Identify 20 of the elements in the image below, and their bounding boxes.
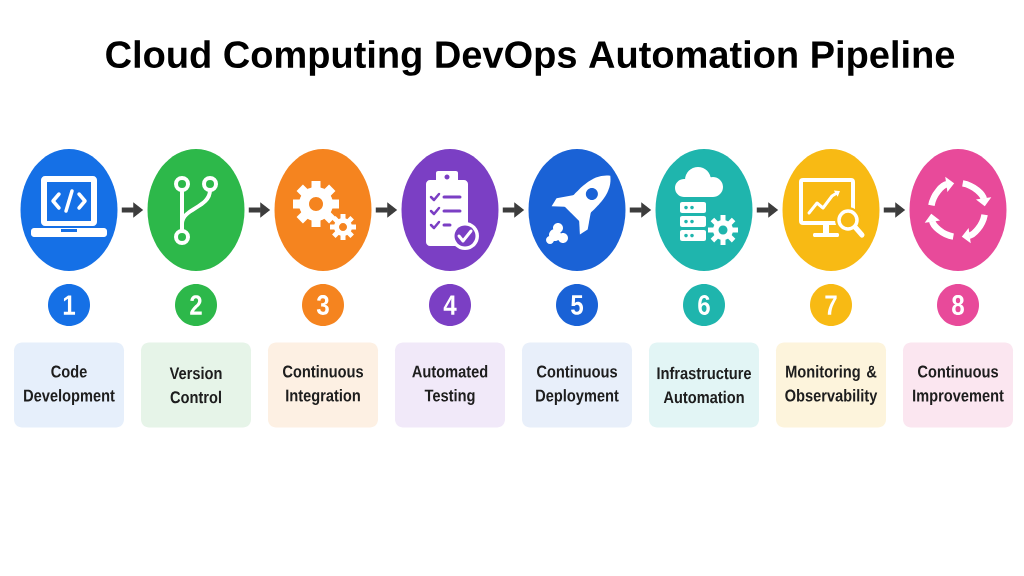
number-badge: 3 (302, 284, 344, 326)
label-box: Continuous Integration (268, 342, 378, 428)
label-box: Monitoring & Observability (776, 342, 886, 428)
step-circle (782, 149, 880, 271)
number-badge: 7 (810, 284, 852, 326)
number-badge: 2 (175, 284, 217, 326)
label-box: Automated Testing (395, 342, 505, 428)
label-box: Code Development (14, 342, 124, 428)
label-box: Continuous Improvement (903, 342, 1013, 428)
number-badge: 5 (556, 284, 598, 326)
number-badge: 6 (683, 284, 725, 326)
number-badge: 1 (48, 284, 90, 326)
number-badge: 4 (429, 284, 471, 326)
step-circle (909, 149, 1007, 271)
step-circle (147, 149, 245, 271)
label-box: Continuous Deployment (522, 342, 632, 428)
title: Cloud Computing DevOps Automation Pipeline (106, 40, 955, 76)
number-badge: 8 (937, 284, 979, 326)
label-box: Infrastructure Automation (649, 342, 759, 428)
label-box: Version Control (141, 342, 251, 428)
